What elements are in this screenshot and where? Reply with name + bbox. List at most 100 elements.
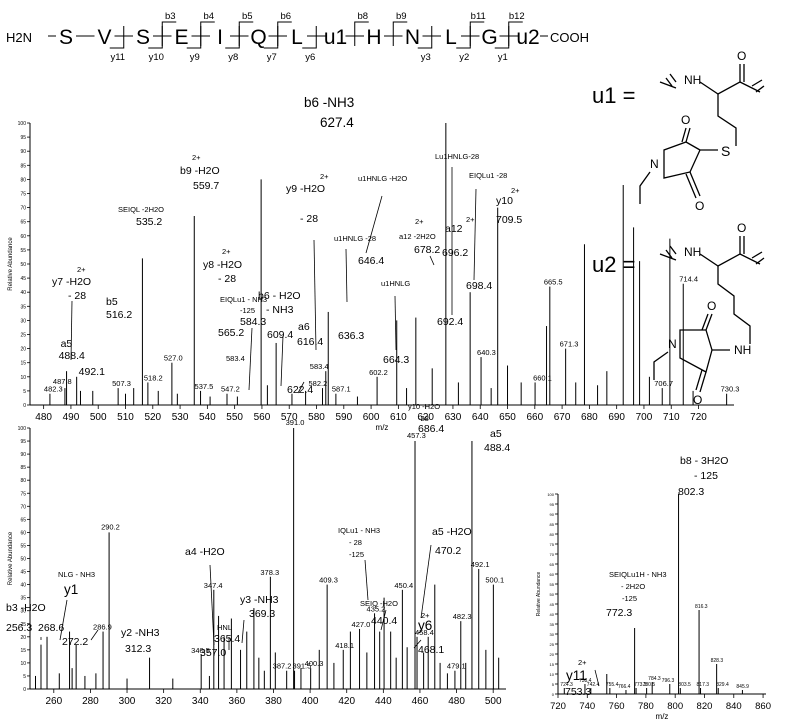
peak-annotation: 660.1 [533,373,552,382]
peak-annotation: 387.2 [273,662,292,671]
u2-o-atom: O [737,221,746,235]
peak-annotation: 340.5 [191,646,210,655]
y-tick-label: 5 [23,389,26,395]
y-tick-label: 30 [20,318,26,324]
x-tick-label: 580 [308,412,325,423]
u1-structure: u1 = NH O S O O N [592,49,765,213]
y-tick-label: 50 [550,592,555,597]
y-ion-label: y7 [267,52,277,63]
peak-annotation: 584.3 [240,316,266,328]
peak-annotation: 482.3 [453,612,472,621]
x-tick-label: 820 [697,701,713,712]
peak-annotation: 2+ [77,265,86,274]
peak-annotation: 622.4 [287,384,313,396]
peak-annotation: 450.4 [394,581,413,590]
peak-annotation: 678.2 [414,244,440,256]
peak-annotation: EIQLu1 - NH3 [220,295,267,304]
x-tick-label: 640 [472,412,489,423]
x-tick-label: 490 [63,412,80,423]
y-tick-label: 45 [20,570,26,576]
peak-annotation: 609.4 [267,329,293,341]
y-tick-label: 65 [20,220,26,226]
seq-residue: L [445,26,457,49]
y-tick-label: 95 [20,135,26,141]
annotation-leader [380,609,387,631]
annotation-leader [248,327,253,391]
x-tick-label: 500 [485,696,502,707]
y-ion-bracket [109,26,125,49]
peak-annotation: 664.3 [383,354,409,366]
peak-annotation: 816.3 [695,604,708,610]
annotation-leader [365,195,383,254]
peak-annotation: 365.4 [214,633,240,645]
peak-annotation: 468.1 [418,644,444,656]
peak-annotation: 312.3 [125,643,151,655]
y-tick-label: 25 [550,642,555,647]
b-ion-bracket [277,21,292,46]
y-tick-label: 75 [20,491,26,497]
peak-annotation: 583.4 [310,362,329,371]
seq-residue: Q [250,26,266,49]
b-ion-label: b5 [242,11,253,22]
x-tick-label: 360 [229,696,246,707]
y-tick-label: 35 [20,304,26,310]
y-ion-label: y1 [498,52,508,63]
u2-nh-atom: NH [684,245,701,259]
peak-annotation: b6 -NH3 [304,95,354,110]
x-tick-label: 610 [390,412,407,423]
x-tick-label: 380 [265,696,282,707]
y-ion-label: y11 [110,52,125,63]
peak-annotation: 692.4 [437,316,463,328]
y-tick-label: 85 [550,522,555,527]
peak-annotation: EIQLu1 -28 [469,171,507,180]
y-tick-label: 25 [20,622,26,628]
peak-annotation: b6 - H2O [258,290,301,302]
peak-annotation: 492.1 [471,560,490,569]
x-axis-label: m/z [376,423,389,432]
peak-annotation: 742.4 [587,682,600,688]
peak-annotation: u1HNLG [381,279,410,288]
y-tick-label: 70 [20,504,26,510]
peak-annotation: y1 [64,582,78,597]
x-tick-label: 630 [445,412,462,423]
peak-annotation: a12 -2H2O [399,232,436,241]
peak-annotation: 492.1 [79,366,105,378]
peak-annotation: 845.9 [736,684,749,690]
u1-label: u1 = [592,83,635,108]
peak-annotation: 2+ [192,153,201,162]
x-tick-label: 520 [144,412,161,423]
peak-annotation: 582.2 [309,379,328,388]
peak-annotation: 500.1 [485,576,504,585]
y-tick-label: 15 [20,648,26,654]
y-ion-bracket [225,26,240,49]
x-tick-label: 690 [608,412,625,423]
x-tick-label: 740 [579,701,595,712]
y-tick-label: 80 [550,532,555,537]
y-tick-label: 5 [552,682,555,687]
peak-annotation: SEIQLu1H - NH3 [609,570,667,579]
y-tick-label: 45 [550,602,555,607]
u1-o-atom-upper: O [681,113,690,127]
annotation-leader [413,639,422,649]
peak-annotation: 686.4 [418,423,444,435]
annotation-leader [280,335,284,387]
peak-annotation: 357.0 [200,647,226,659]
spectrum-bottom-left: 0510152025303540455055606570758085909510… [6,418,510,707]
annotation-leader [473,188,477,281]
peak-annotation: 559.7 [193,180,219,192]
annotation-leader [297,381,305,394]
y-tick-label: 0 [23,403,26,409]
seq-residue: u1 [324,26,347,49]
y-tick-label: 40 [20,583,26,589]
y-tick-label: 50 [20,262,26,268]
y-axis-label: Relative Abundance [8,237,14,291]
y-tick-label: 55 [20,248,26,254]
y-ion-bracket [417,26,433,49]
x-tick-label: 720 [690,412,707,423]
x-tick-label: 780 [638,701,654,712]
peak-annotation: 537.5 [195,382,214,391]
y-tick-label: 65 [550,562,555,567]
peak-annotation: y9 -H2O [286,183,325,195]
peak-annotation: 391.0 [286,418,305,427]
x-tick-label: 560 [254,412,271,423]
